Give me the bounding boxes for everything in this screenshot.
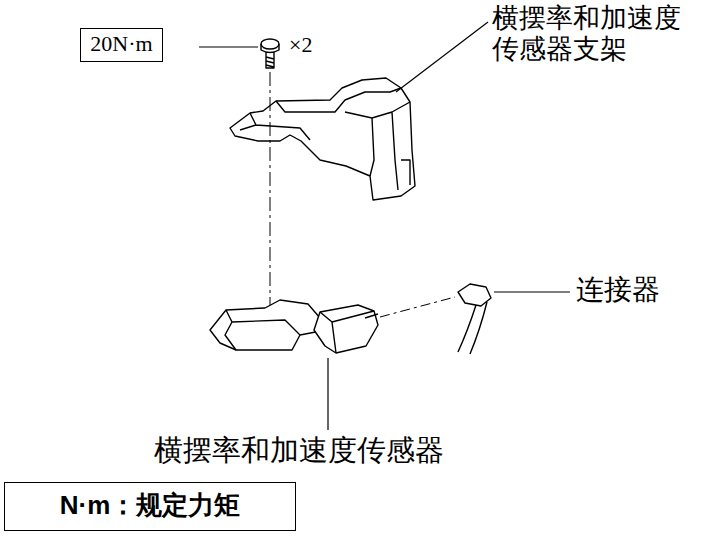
part-label: 横摆率和加速度传感器	[154, 434, 444, 467]
bracket-detail	[240, 88, 410, 190]
leader-line	[396, 22, 488, 92]
leader-line	[494, 291, 570, 292]
quantity-label: ×2	[289, 32, 312, 57]
assembly-line	[270, 72, 271, 322]
bolt-head	[261, 39, 279, 49]
box-text: N·m：规定力矩	[29, 488, 271, 523]
part-label: 横摆率和加速度 传感器支架	[492, 2, 689, 64]
assembly-line	[380, 297, 455, 317]
sensor-detail	[320, 311, 378, 353]
bracket-outline	[230, 78, 415, 200]
leader-line	[199, 46, 258, 47]
sensor-detail	[225, 310, 300, 350]
sensor-plate	[210, 300, 326, 350]
torque-box: 20N·m	[80, 28, 163, 62]
sensor-body	[314, 305, 378, 353]
wire	[458, 302, 487, 354]
leader-line	[327, 358, 328, 430]
legend-box: N·m：规定力矩	[4, 482, 296, 531]
box-text: 20N·m	[89, 31, 154, 57]
part-label: 连接器	[576, 274, 660, 306]
connector-plug	[458, 284, 491, 306]
bolt-shank	[261, 44, 279, 68]
